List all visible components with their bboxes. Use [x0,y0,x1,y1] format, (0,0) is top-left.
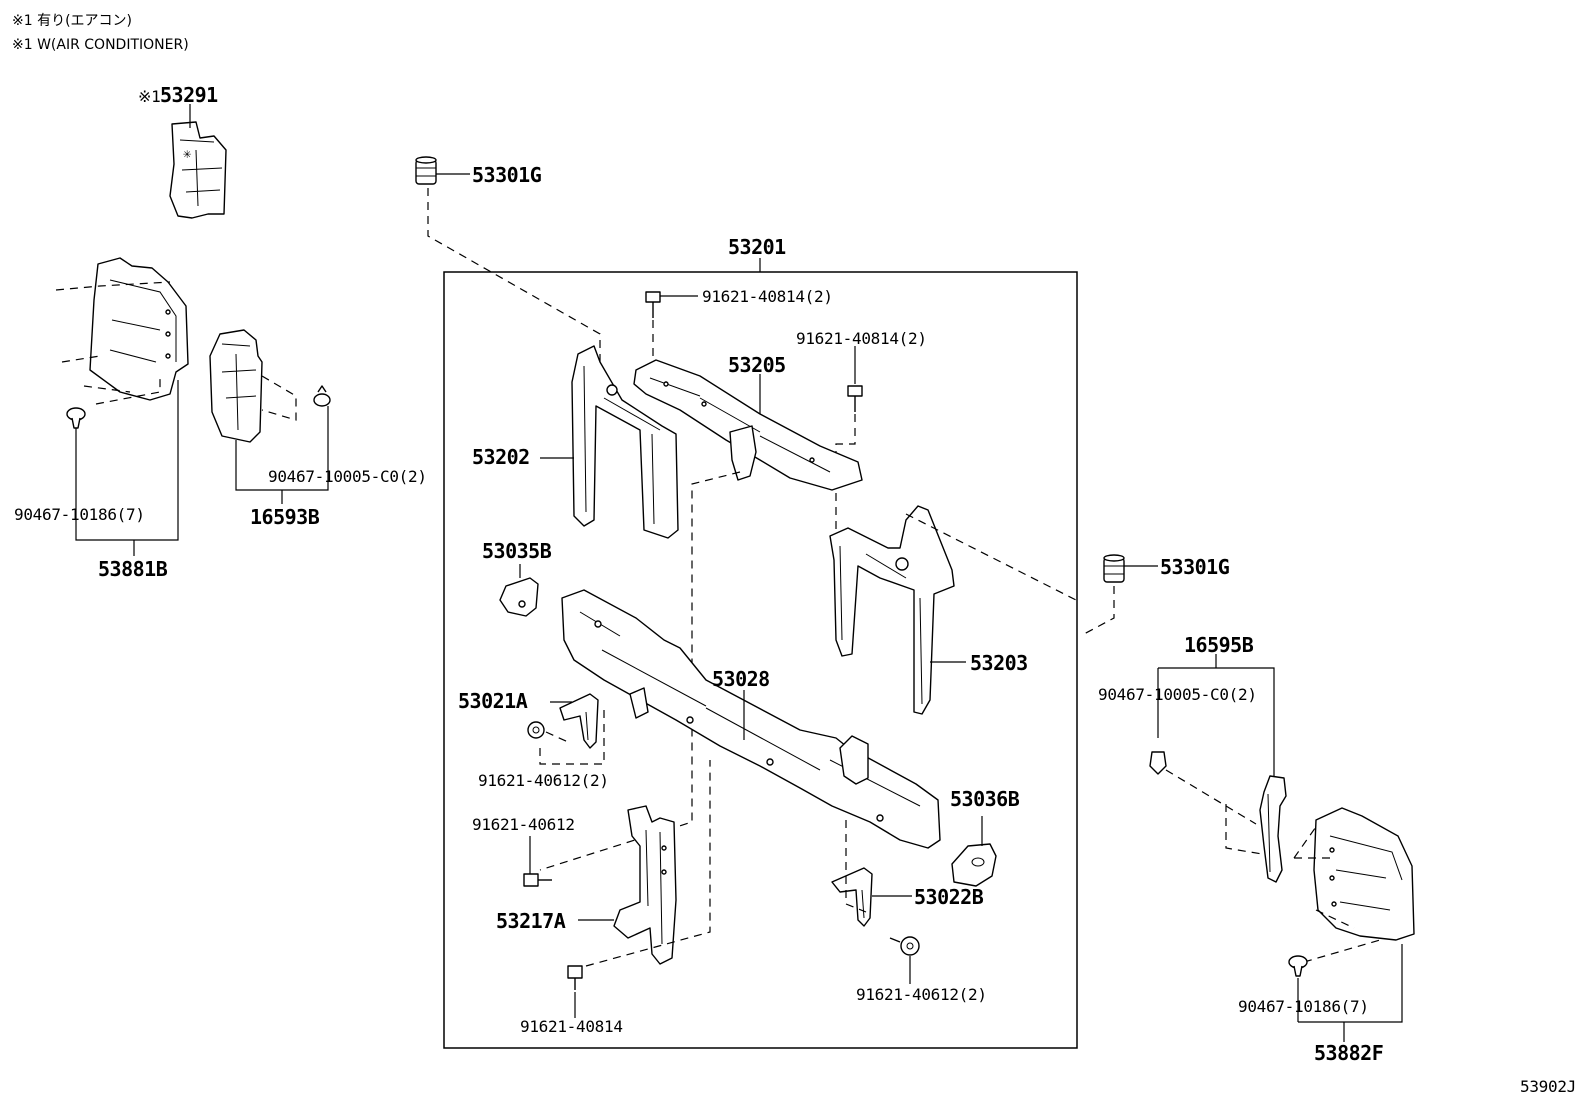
label-16593b: 16593B [250,505,320,529]
label-91621-40814-2-b: 91621-40814(2) [796,329,927,348]
bracket-53291-part: ✳ [169,121,227,219]
label-53036b: 53036B [950,787,1020,811]
stopper-53301g-top-part [415,156,437,185]
lower-support-53028-part [561,589,941,849]
clip-90467-10005-right-part [1149,751,1167,775]
label-53202: 53202 [472,445,530,469]
stopper-53301g-right-part [1103,554,1125,583]
bolt-91621-40814-c-part [567,965,583,990]
bracket-53036b-part [951,843,997,887]
bolt-91621-40612-c-part [889,936,920,956]
label-53021a: 53021A [458,689,528,713]
label-16595b: 16595B [1184,633,1254,657]
label-53217a: 53217A [496,909,566,933]
label-53881b: 53881B [98,557,168,581]
label-90467-10186-left: 90467-10186(7) [14,505,145,524]
shield-53881b-part [89,257,189,401]
bracket-53022b-part [831,867,873,927]
label-53291-mark: ※1 [138,87,160,106]
diagram-code: 53902J [1520,1077,1576,1096]
label-91621-40814: 91621-40814 [520,1017,623,1036]
clip-90467-10186-left-part [66,407,86,429]
clip-90467-10186-right-part [1288,955,1308,977]
label-53201: 53201 [728,235,786,259]
support-53205-part [633,359,863,491]
bolt-91621-40814-b-part [847,385,863,412]
label-53301g-right: 53301G [1160,555,1230,579]
bracket-53021a-part [559,693,599,749]
label-53291: 53291 [160,83,218,107]
duct-16595b-part [1259,775,1287,883]
label-90467-10005-right: 90467-10005-C0(2) [1098,685,1257,704]
side-bracket-53202-part [571,345,679,539]
duct-16593b-part [209,329,263,443]
svg-text:✳: ✳ [183,146,192,162]
clip-90467-10005-left-part [313,385,331,407]
bolt-91621-40814-a-part [645,291,661,318]
label-53203: 53203 [970,651,1028,675]
bracket-53035b-part [499,577,539,617]
shield-53882f-part [1313,807,1415,941]
label-53301g-top: 53301G [472,163,542,187]
bolt-91621-40612-a-part [527,721,545,739]
label-91621-40612-2-b: 91621-40612(2) [856,985,987,1004]
label-91621-40612: 91621-40612 [472,815,575,834]
label-90467-10186-right: 90467-10186(7) [1238,997,1369,1016]
label-53022b: 53022B [914,885,984,909]
label-53028: 53028 [712,667,770,691]
label-91621-40814-2-a: 91621-40814(2) [702,287,833,306]
bolt-91621-40612-b-part [523,873,552,887]
note-english: ※1 W(AIR CONDITIONER) [12,37,189,53]
note-japanese: ※1 有り(エアコン) [12,13,133,29]
side-bracket-53203-part [829,505,955,715]
label-53205: 53205 [728,353,786,377]
label-90467-10005-left: 90467-10005-C0(2) [268,467,427,486]
bracket-53217a-part [613,805,677,965]
label-91621-40612-2-a: 91621-40612(2) [478,771,609,790]
label-53035b: 53035B [482,539,552,563]
label-53882f: 53882F [1314,1041,1383,1065]
